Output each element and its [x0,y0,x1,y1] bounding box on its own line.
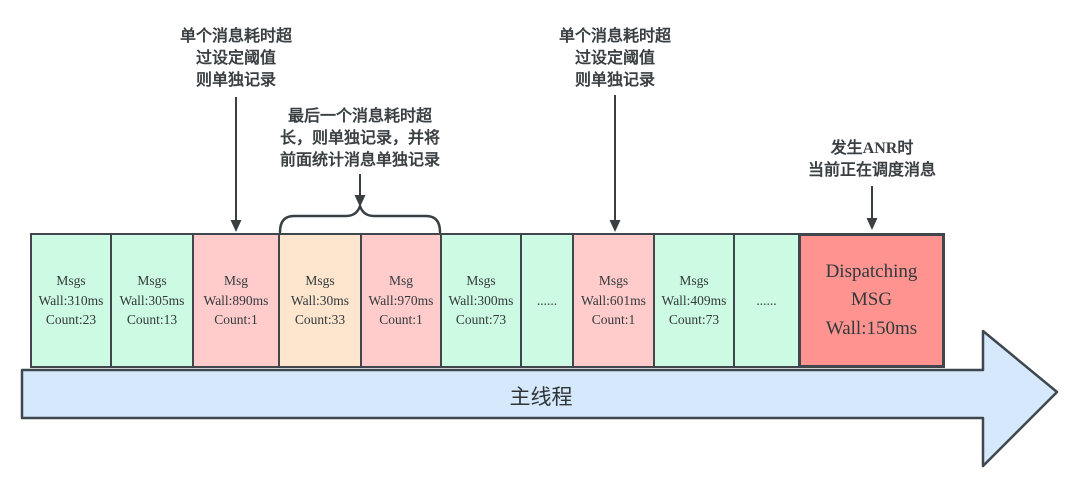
block-line: Wall:601ms [581,292,646,308]
annotation-line: 过设定阈值 [574,50,656,67]
block-line: Dispatching [825,260,918,282]
block-line: Msgs [305,273,335,289]
annotation-single-msg-threshold-left: 单个消息耗时超 过设定阈值 则单独记录 [180,26,292,92]
block-line: Count:1 [591,312,636,328]
annotation-anr-current-msg: 发生ANR时 当前正在调度消息 [808,138,936,182]
block-line: Msg [388,273,413,289]
block-line: Msgs [466,273,496,289]
block-line: Wall:305ms [119,292,185,308]
block-line: Count:23 [45,312,97,328]
main-thread-arrow [20,329,1059,468]
message-block-ellipsis: ...... [520,233,574,368]
down-arrow-3-head [609,220,621,232]
block-line: ...... [536,292,558,308]
annotation-line: 则单独记录 [574,72,656,89]
message-block: Msg Wall:970ms Count:1 [360,233,442,368]
main-thread-label: 主线程 [509,385,573,409]
down-arrow-4-head [866,218,878,230]
annotation-last-msg-overrun: 最后一个消息耗时超 长，则单独记录，并将 前面统计消息单独记录 [280,106,440,172]
block-line: MSG [850,289,893,311]
block-line: Msgs [56,273,86,289]
down-arrow-1-head [230,220,242,232]
block-line: Msgs [598,273,629,289]
block-line: Count:13 [126,312,178,328]
block-line: Wall:150ms [825,317,918,339]
block-line: Wall:30ms [290,292,350,308]
dispatching-msg-block: Dispatching MSG Wall:150ms [798,233,945,368]
block-line: Msgs [137,273,167,289]
annotation-line: 前面统计消息单独记录 [279,152,441,169]
message-block: Msg Wall:890ms Count:1 [192,233,280,368]
annotation-line: 单个消息耗时超 [558,28,672,45]
message-block: Msgs Wall:409ms Count:73 [653,233,735,368]
block-line: Wall:409ms [661,292,727,308]
block-line: Wall:300ms [448,292,514,308]
message-block: Msgs Wall:300ms Count:73 [440,233,522,368]
down-arrow-2-head [354,195,366,207]
annotation-line: 发生ANR时 [830,140,914,157]
block-line: Msgs [679,273,709,289]
block-line: Wall:310ms [38,292,104,308]
block-line: Wall:970ms [368,292,434,308]
annotation-line: 则单独记录 [195,72,277,89]
message-block-ellipsis: ...... [733,233,800,368]
annotation-single-msg-threshold-right: 单个消息耗时超 过设定阈值 则单独记录 [559,26,671,92]
block-line: Wall:890ms [203,292,269,308]
message-block: Msgs Wall:305ms Count:13 [110,233,194,368]
block-line: Count:1 [214,312,258,328]
annotation-line: 过设定阈值 [195,50,277,67]
block-line: ...... [756,292,777,308]
message-block: Msgs Wall:310ms Count:23 [30,233,112,368]
annotation-line: 最后一个消息耗时超 [287,108,433,125]
message-block: Msgs Wall:601ms Count:1 [572,233,655,368]
block-line: Count:73 [455,312,507,328]
curly-brace [278,202,442,234]
block-line: Count:1 [379,312,423,328]
block-line: Count:73 [668,312,720,328]
message-block: Msgs Wall:30ms Count:33 [278,233,362,368]
block-line: Msg [223,273,248,289]
block-line: Count:33 [294,312,346,328]
annotation-line: 长，则单独记录，并将 [279,130,441,147]
annotation-line: 单个消息耗时超 [179,28,293,45]
annotation-line: 当前正在调度消息 [807,162,937,179]
